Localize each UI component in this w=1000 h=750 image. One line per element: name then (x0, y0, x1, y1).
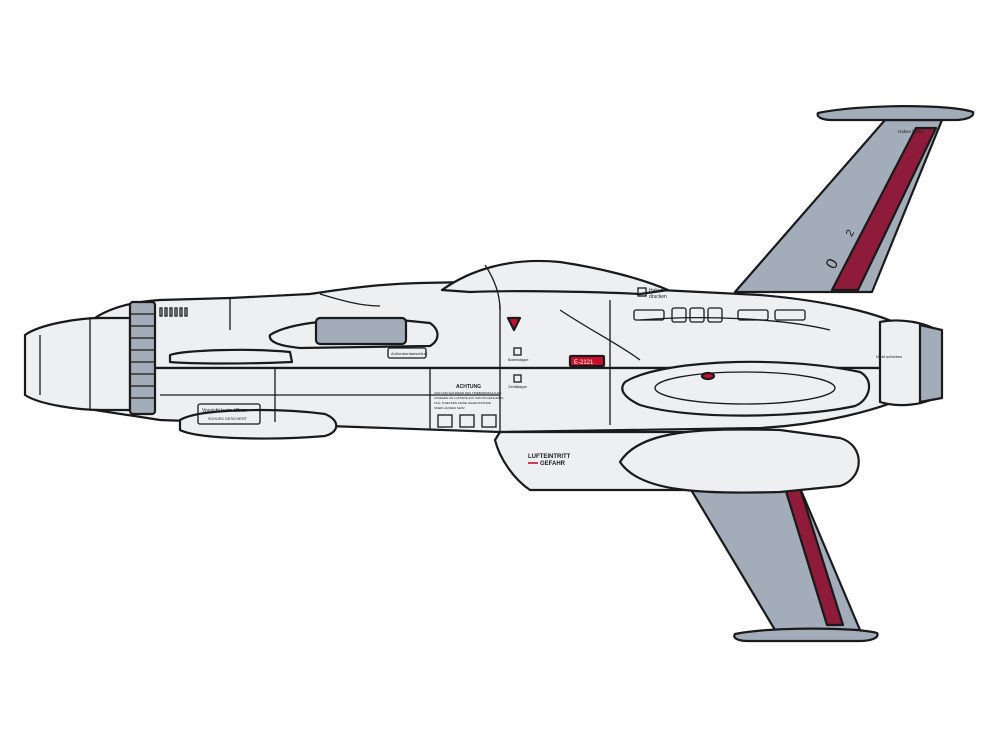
achtung-line-4: ODER HANDEN SEIN! (434, 406, 465, 410)
landing-gear-disc (621, 360, 871, 417)
vorsicht-title: Vorsicht beim öffnen (202, 408, 247, 414)
engine-ring-ribs (130, 313, 155, 399)
pod-gray-panel (314, 316, 408, 346)
upper-fin-red-stripe (830, 126, 938, 292)
ventral-tabs (437, 414, 497, 428)
engine-nozzle (23, 316, 132, 412)
rear-label: Nicht schieben (876, 354, 902, 359)
haken-line-2: drucken (649, 294, 667, 300)
small-hatch-box-1 (513, 347, 522, 356)
fin-number-2: 2 (844, 228, 857, 239)
lufteintritt-label-2: GEFAHR (540, 461, 566, 467)
aussen-plate (387, 347, 427, 359)
engine-ring (128, 300, 157, 416)
rear-engine-plate (918, 323, 944, 404)
vorsicht-sub: SCHUSS GESICHERT (208, 417, 248, 421)
vent-slots (159, 307, 188, 317)
red-badge-text: E-2121 (574, 360, 594, 366)
lower-wing-tip-plate (733, 627, 879, 643)
gear-red-light (700, 371, 716, 381)
aussen-label: Außenbordanschluß (391, 351, 428, 356)
upper-tail-fin: Haken lösen 2 0 (733, 105, 975, 294)
achtung-line-2: ZUSEHEN AN LUFTEINLAUF UND IM GEFAHREN- (434, 396, 504, 400)
haken-line-1: Haken (649, 288, 664, 294)
small-hatch-box-2 (513, 374, 522, 383)
top-hatches (633, 307, 806, 323)
nozzle-lines (39, 318, 91, 410)
side-intake-bar (168, 348, 294, 365)
panel-lines (160, 293, 831, 432)
achtung-title: ACHTUNG (456, 384, 481, 390)
achtung-line-3: FÄLL 5 METERN KEINE GEGENSTÄNDE (434, 401, 491, 405)
upper-fin-tip-plate (816, 105, 975, 122)
small-hatch-label-1: Bodenklappe (508, 358, 528, 362)
gear-disc-inner (654, 371, 836, 405)
achtung-line-1: VOR UND WÄHREND DES TRIEBWERKSLAUFS (434, 391, 501, 395)
fuselage (23, 259, 944, 494)
markings: Vorsicht beim öffnen SCHUSS GESICHERT Au… (197, 287, 902, 467)
haken-box (637, 287, 647, 297)
lower-wing (688, 486, 879, 643)
vorsicht-plate (197, 403, 261, 425)
rear-tank (618, 428, 860, 494)
small-hatch-label-2: Gerätklappe (508, 385, 527, 389)
red-badge (568, 354, 606, 368)
squadron-emblem (506, 316, 522, 332)
canopy (440, 259, 670, 296)
lufteintritt-label-1: LUFTEINTRITT (528, 454, 571, 460)
tail-small-label: Haken lösen (898, 129, 924, 134)
